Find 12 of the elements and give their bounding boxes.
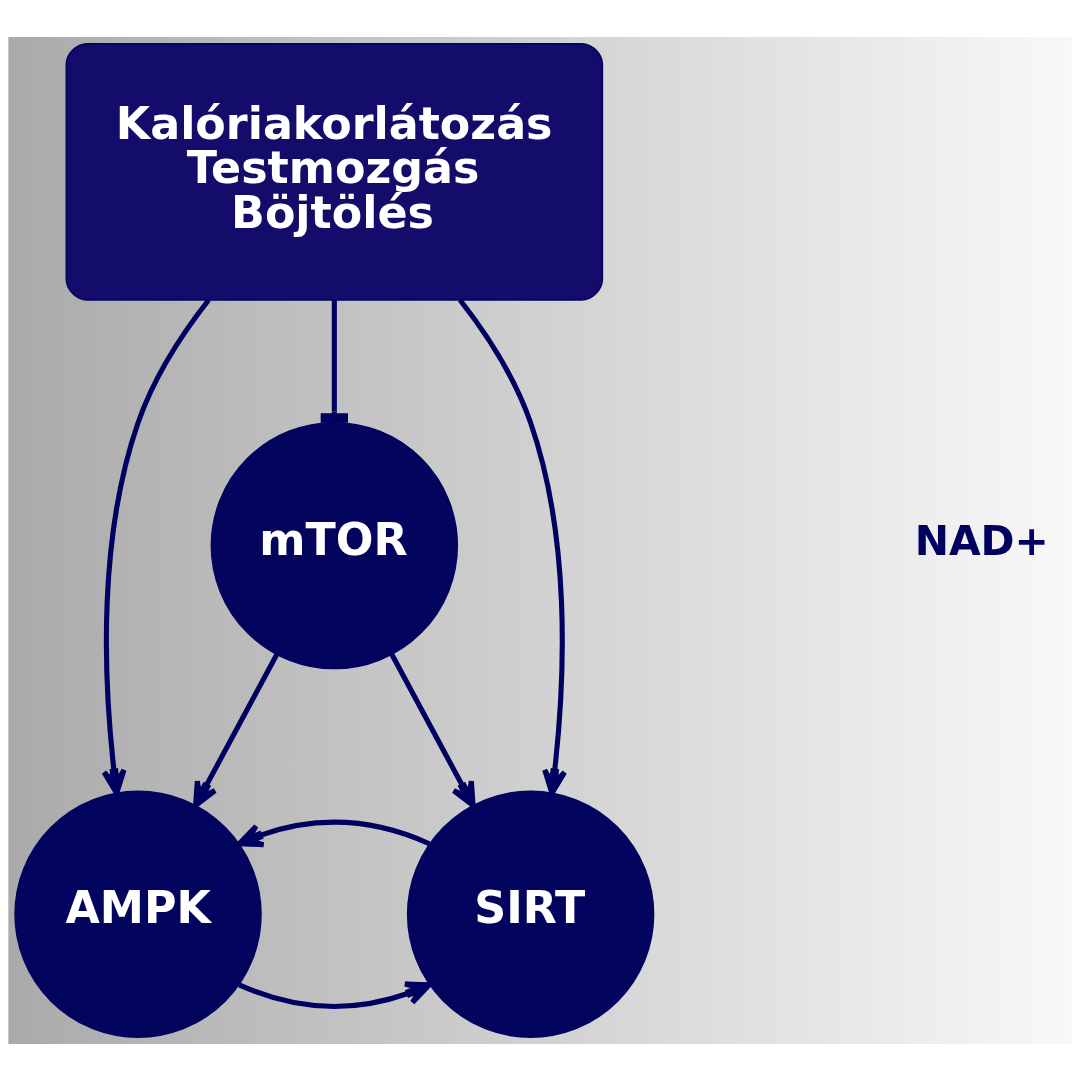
arrow — [458, 297, 568, 796]
arrow — [101, 297, 211, 796]
connector — [320, 299, 348, 423]
arrow — [236, 819, 431, 847]
arrow — [238, 980, 432, 1009]
node-box: Kalóriakorlátozás Testmozgás Böjtölés — [65, 42, 604, 301]
arrow — [193, 652, 279, 808]
node-circle: SIRT — [406, 790, 655, 1038]
label: NAD+ — [914, 516, 1049, 564]
node-circle: mTOR — [210, 421, 459, 669]
node-circle: AMPK — [14, 790, 262, 1038]
arrow — [389, 652, 476, 808]
